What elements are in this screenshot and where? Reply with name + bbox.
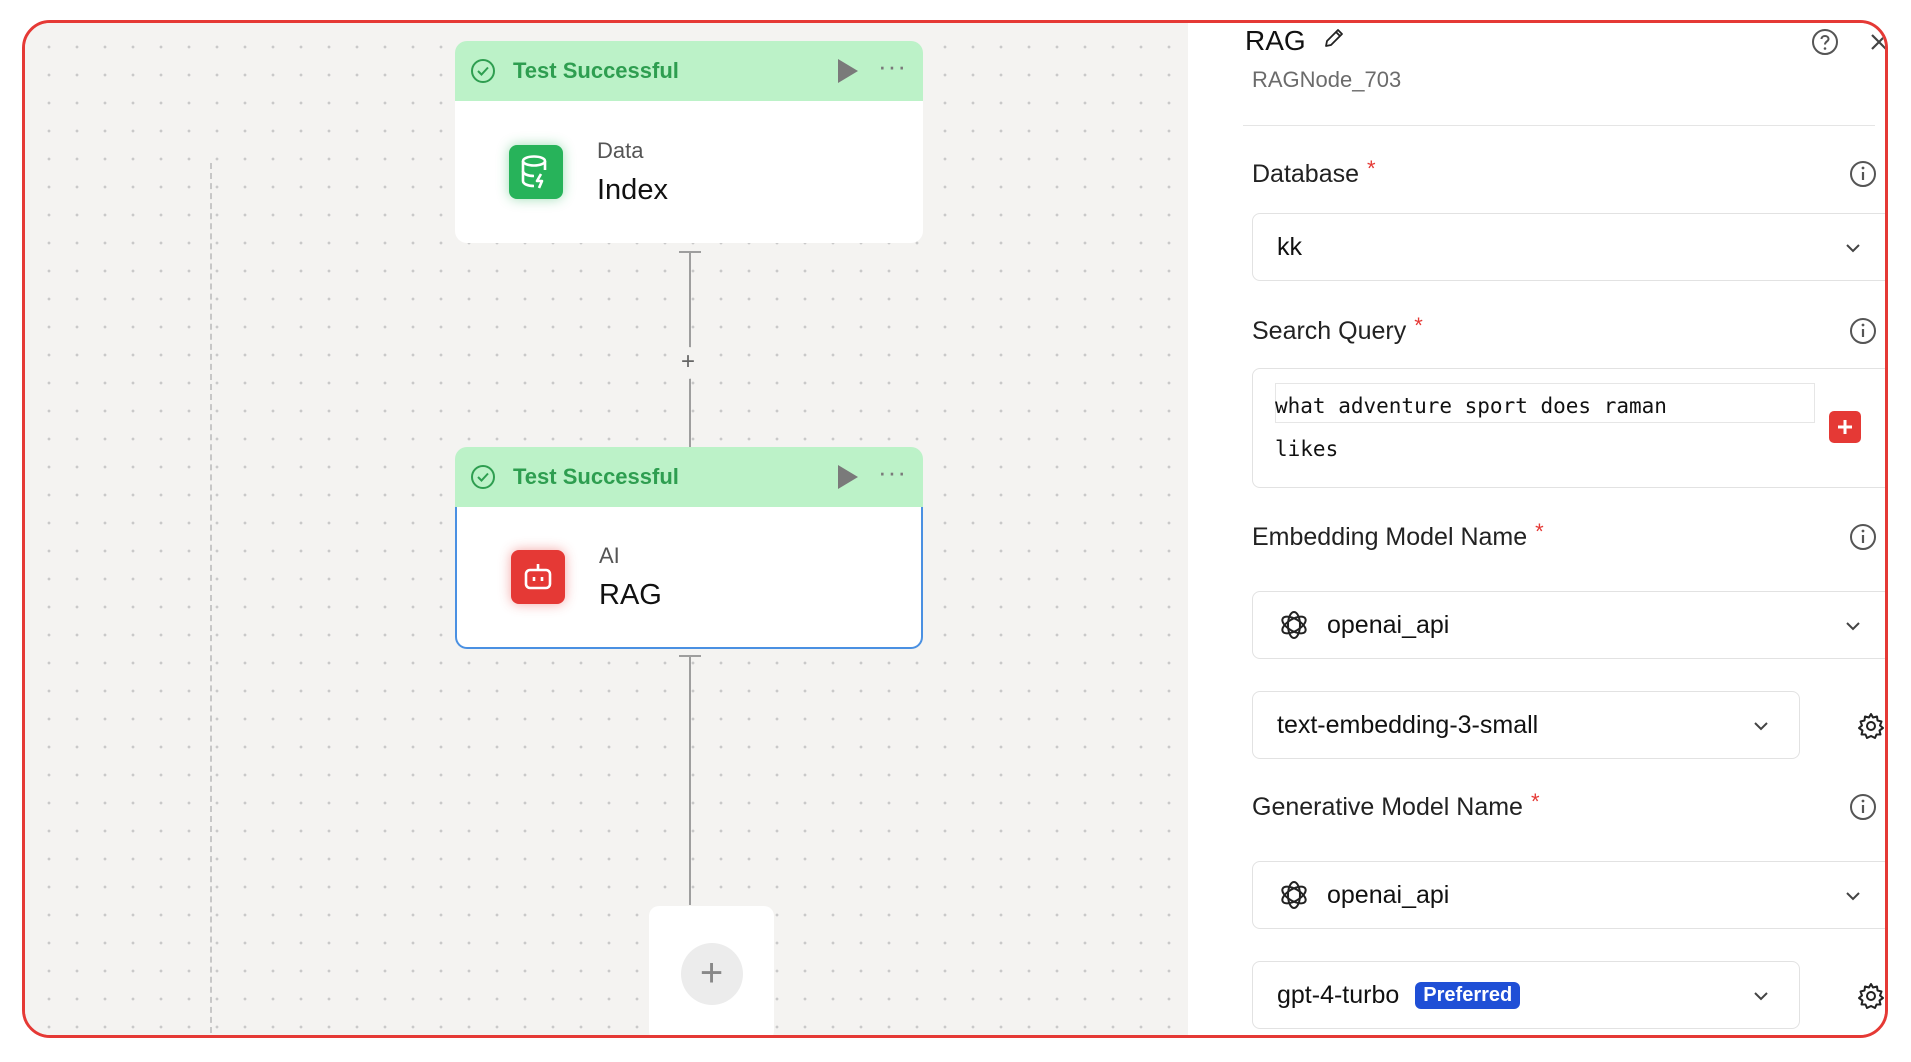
- query-line-highlight: [1275, 383, 1815, 423]
- node-data-index[interactable]: Test Successful ··· Data Index: [455, 41, 923, 243]
- chevron-down-icon: [1843, 884, 1863, 913]
- search-query-input[interactable]: what adventure sport does raman likes: [1252, 368, 1885, 488]
- embedding-model-value: text-embedding-3-small: [1277, 710, 1539, 739]
- node-ai-rag[interactable]: Test Successful ··· AI RAG: [455, 447, 923, 649]
- chevron-down-icon: [1843, 236, 1863, 265]
- search-query-label: Search Query*: [1252, 313, 1423, 345]
- connector-line: [689, 655, 691, 905]
- embedding-provider-select[interactable]: openai_api: [1252, 591, 1885, 659]
- openai-icon: [1277, 608, 1311, 642]
- add-node-card[interactable]: +: [649, 906, 774, 1035]
- pencil-icon[interactable]: [1322, 25, 1346, 57]
- node-category: AI: [599, 542, 620, 568]
- database-label: Database*: [1252, 156, 1376, 188]
- panel-title-text: RAG: [1245, 25, 1306, 56]
- check-circle-icon: [471, 465, 495, 489]
- node-header: Test Successful ···: [455, 447, 923, 507]
- node-settings-panel: RAG RAGNode_703 Database* kk Searc: [1188, 23, 1885, 1035]
- node-id: RAGNode_703: [1252, 67, 1402, 92]
- preferred-badge: Preferred: [1415, 981, 1521, 1009]
- database-icon: [509, 145, 563, 199]
- openai-icon: [1277, 878, 1311, 912]
- chevron-down-icon: [1751, 714, 1771, 743]
- node-name: Index: [597, 173, 668, 206]
- info-icon[interactable]: [1848, 316, 1878, 351]
- chevron-down-icon: [1751, 984, 1771, 1013]
- node-name: RAG: [599, 578, 662, 611]
- generative-provider-value: openai_api: [1327, 880, 1450, 909]
- chevron-down-icon: [1843, 614, 1863, 643]
- node-header: Test Successful ···: [455, 41, 923, 101]
- info-icon[interactable]: [1848, 522, 1878, 557]
- generative-provider-select[interactable]: openai_api: [1252, 861, 1885, 929]
- gear-icon[interactable]: [1856, 711, 1885, 746]
- app-frame: + Test Successful ···: [22, 20, 1888, 1038]
- generative-model-label: Generative Model Name*: [1252, 789, 1540, 821]
- generative-model-select[interactable]: gpt-4-turbo Preferred: [1252, 961, 1800, 1029]
- run-node-icon[interactable]: [838, 465, 859, 489]
- embedding-model-label: Embedding Model Name*: [1252, 519, 1544, 551]
- info-icon[interactable]: [1848, 159, 1878, 194]
- database-select[interactable]: kk: [1252, 213, 1885, 281]
- panel-title: RAG: [1245, 25, 1346, 57]
- close-icon[interactable]: [1864, 27, 1885, 62]
- robot-icon: [511, 550, 565, 604]
- add-variable-button[interactable]: [1829, 411, 1861, 443]
- add-node-button[interactable]: +: [680, 942, 743, 1005]
- divider: [1243, 125, 1875, 126]
- gear-icon[interactable]: [1856, 981, 1885, 1016]
- help-icon[interactable]: [1810, 27, 1840, 62]
- generative-model-value: gpt-4-turbo: [1277, 980, 1400, 1009]
- connector-tick: [679, 251, 701, 253]
- check-circle-icon: [471, 59, 495, 83]
- insert-node-button[interactable]: +: [672, 347, 704, 379]
- embedding-provider-value: openai_api: [1327, 610, 1450, 639]
- embedding-model-select[interactable]: text-embedding-3-small: [1252, 691, 1800, 759]
- run-node-icon[interactable]: [838, 59, 859, 83]
- connector-tick: [679, 655, 701, 657]
- node-body: AI RAG: [455, 507, 923, 649]
- database-value: kk: [1277, 232, 1302, 261]
- node-body: Data Index: [455, 101, 923, 243]
- more-options-icon[interactable]: ···: [878, 51, 907, 81]
- workflow-canvas[interactable]: + Test Successful ···: [25, 23, 1188, 1035]
- node-status: Test Successful: [513, 464, 679, 489]
- node-status: Test Successful: [513, 58, 679, 83]
- more-options-icon[interactable]: ···: [878, 457, 907, 487]
- dashed-guide: [210, 163, 212, 1035]
- info-icon[interactable]: [1848, 792, 1878, 827]
- search-query-text[interactable]: what adventure sport does raman likes: [1275, 394, 1667, 461]
- node-category: Data: [597, 137, 644, 163]
